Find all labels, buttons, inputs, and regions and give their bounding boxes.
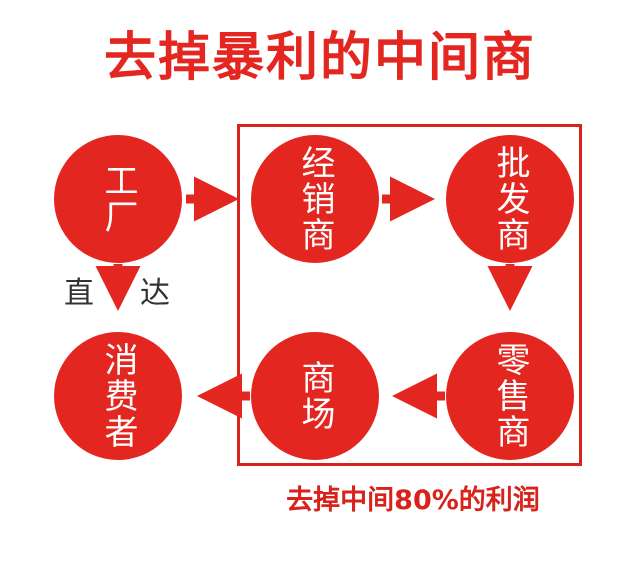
caption: 去掉中间80%的利润	[286, 485, 540, 516]
node-mall: 商场	[251, 332, 379, 460]
node-retailer-label: 零售商	[490, 342, 530, 450]
node-wholesaler-label: 批发商	[490, 145, 530, 253]
node-distributor: 经销商	[251, 135, 379, 263]
node-mall-label: 商场	[295, 360, 335, 432]
node-consumer: 消费者	[54, 332, 182, 460]
direct-label-left: 直	[64, 276, 94, 311]
node-consumer-label: 消费者	[98, 342, 138, 450]
node-retailer: 零售商	[446, 332, 574, 460]
middlemen-frame	[237, 124, 582, 466]
node-factory-label: 工厂	[98, 163, 138, 235]
direct-label-right: 达	[140, 276, 170, 311]
node-wholesaler: 批发商	[446, 135, 574, 263]
node-factory: 工厂	[54, 135, 182, 263]
page-title: 去掉暴利的中间商	[103, 28, 536, 88]
node-distributor-label: 经销商	[295, 145, 335, 253]
